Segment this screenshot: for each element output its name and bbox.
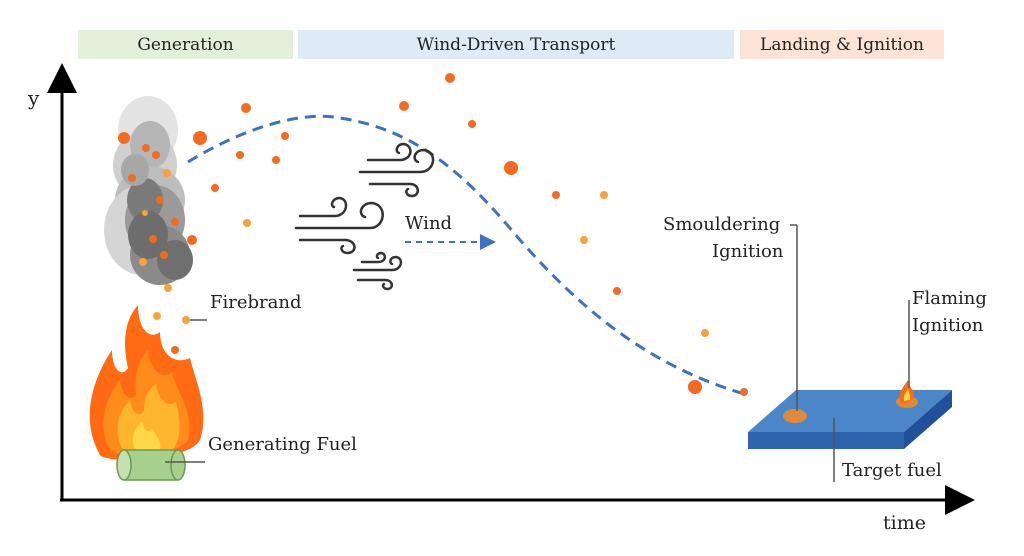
smouldering-label-line1: Smouldering <box>663 214 781 235</box>
flaming-label-line1: Flaming <box>912 288 987 309</box>
firebrand-trajectory <box>187 114 749 397</box>
x-axis-label: time <box>883 512 926 534</box>
flaming-label-line2: Ignition <box>912 315 984 336</box>
phase-landing-ignition: Landing & Ignition <box>740 30 944 59</box>
generating-fuel-label: Generating Fuel <box>208 434 357 455</box>
ember-particles <box>118 73 748 396</box>
fuel-slab-icon <box>748 380 952 449</box>
wind-label: Wind <box>405 213 453 234</box>
phase-wind-transport: Wind-Driven Transport <box>298 30 734 59</box>
fuel-log-icon <box>116 449 186 481</box>
phase-generation: Generation <box>78 30 293 59</box>
firebrand-label: Firebrand <box>210 292 302 313</box>
flame-icon <box>89 305 204 460</box>
smouldering-label-line2: Ignition <box>712 241 784 262</box>
target-fuel-label: Target fuel <box>842 460 942 481</box>
smoke-plume-icon <box>104 96 193 285</box>
leader-lines <box>165 224 910 482</box>
y-axis-label: y <box>28 86 40 110</box>
wind-gust-icon <box>294 142 435 291</box>
